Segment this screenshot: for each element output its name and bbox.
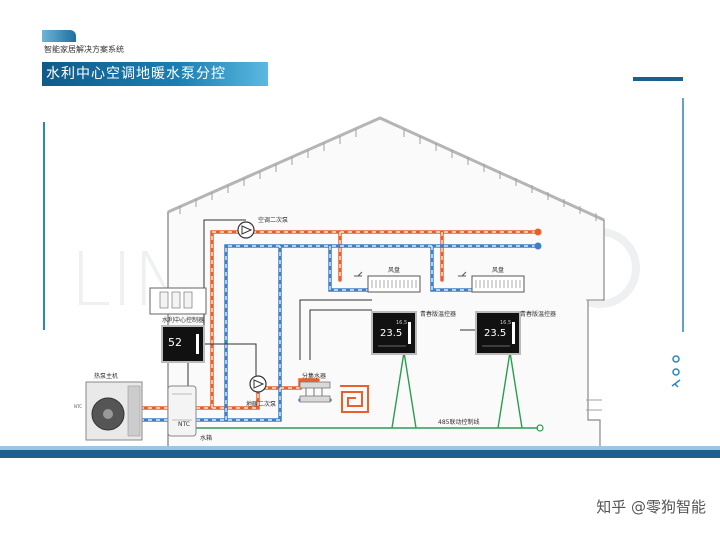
roof-tiles <box>167 116 605 411</box>
heat-pump-unit: NTC <box>74 381 143 441</box>
page-title: 水利中心空调地暖水泵分控 <box>42 62 268 86</box>
decor-circle-icon <box>672 368 680 376</box>
fan-coil-left-icon <box>367 275 421 293</box>
fan-coil-left-label: 风盘 <box>388 266 400 274</box>
valve-icon <box>458 271 467 277</box>
floor-secondary-pump-icon <box>249 375 267 393</box>
ground-bar-light <box>0 446 720 450</box>
floor-heating-coil <box>340 385 369 413</box>
thermostat-left-small: 16.5 <box>396 320 407 326</box>
thermostat-right-temp: 23.5 <box>484 328 506 339</box>
valve-icon <box>354 271 363 277</box>
header-subtitle: 智能家居解决方案系统 <box>44 45 124 54</box>
floor-secondary-pump-label: 地暖二次泵 <box>246 400 276 408</box>
thermostat-right-small: 16.5 <box>500 320 511 326</box>
wrench-icon <box>671 379 681 388</box>
ground-bar <box>0 450 720 458</box>
cold-pipe-end <box>534 242 542 250</box>
controller-display: 52 <box>168 336 182 349</box>
control-wires <box>187 219 476 388</box>
hot-pipe-end <box>534 228 542 236</box>
ntc-label: NTC <box>178 421 190 428</box>
signal-end <box>536 424 544 432</box>
water-tank-label: 水箱 <box>200 434 212 442</box>
heat-pump-label: 热泵主机 <box>94 372 118 380</box>
manifold-label: 分集水器 <box>302 372 326 380</box>
thermostat-left-temp: 23.5 <box>380 328 402 339</box>
fan-coil-right-icon <box>471 275 525 293</box>
watermark: 知乎 @零狗智能 <box>596 498 706 516</box>
thermostat-left-label: 青春版温控器 <box>420 310 456 318</box>
decor-circle-icon <box>672 355 680 363</box>
right-accent-bar <box>633 77 683 81</box>
water-tank <box>167 385 197 437</box>
thermostat-right-label: 青春版温控器 <box>520 310 556 318</box>
header-tab-decoration <box>42 30 76 42</box>
rs485-label: 485联动控制线 <box>438 418 479 426</box>
ac-secondary-pump-label: 空调二次泵 <box>258 216 288 224</box>
heat-pump-tag: NTC <box>74 404 82 409</box>
central-controller: 52 <box>149 287 207 363</box>
ac-secondary-pump-icon <box>237 221 255 239</box>
fan-coil-right-label: 风盘 <box>492 266 504 274</box>
thermostat-left: 23.5 16.5 <box>371 311 417 355</box>
central-controller-label: 水利中心控制器 <box>162 316 204 324</box>
thermostat-right: 23.5 16.5 <box>475 311 521 355</box>
pipe-stripes <box>140 231 535 421</box>
manifold <box>299 381 331 403</box>
